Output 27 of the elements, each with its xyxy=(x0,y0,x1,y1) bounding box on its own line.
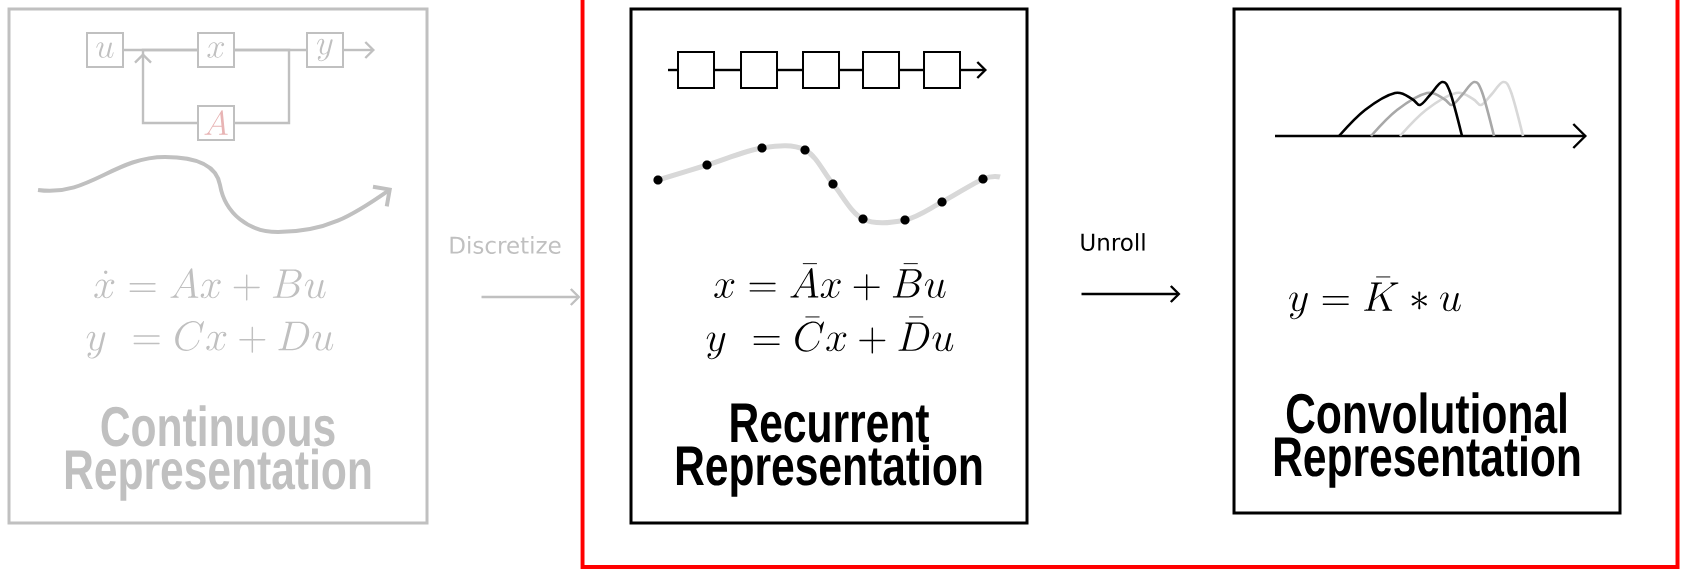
arrow xyxy=(1081,285,1181,303)
arrow xyxy=(481,288,581,306)
panel-heading: Recurrent Representation xyxy=(676,403,982,497)
arrow xyxy=(961,61,987,79)
equation: $y = \bar{K} * u$ xyxy=(1289,276,1461,320)
panel-heading: Continuous Representation xyxy=(65,405,371,501)
block-box: $x$ xyxy=(197,32,235,68)
state-box xyxy=(862,51,900,89)
edge-label: Unroll xyxy=(1077,231,1149,253)
block-box: $A$ xyxy=(197,105,235,141)
state-box xyxy=(740,51,778,89)
panel xyxy=(7,7,429,525)
state-box xyxy=(923,51,961,89)
block-box: $y$ xyxy=(306,32,344,68)
state-box xyxy=(802,51,840,89)
state-box xyxy=(677,51,715,89)
equation: $\dot{x} = Ax + Bu$ xyxy=(94,268,326,301)
panel xyxy=(629,7,1029,525)
equation: $x = \bar{A}x + \bar{B}u$ xyxy=(714,263,946,301)
highlight-frame xyxy=(580,0,1680,569)
equation: $y\ = Cx + Du$ xyxy=(86,320,334,359)
panel-heading: Convolutional Representation xyxy=(1274,392,1580,488)
edge-label: Discretize xyxy=(446,234,564,256)
arrow xyxy=(344,41,375,59)
block-box: $u$ xyxy=(86,32,124,68)
panel xyxy=(1232,7,1622,515)
equation: $y\ = \bar{C}x + \bar{D}u$ xyxy=(706,316,954,360)
